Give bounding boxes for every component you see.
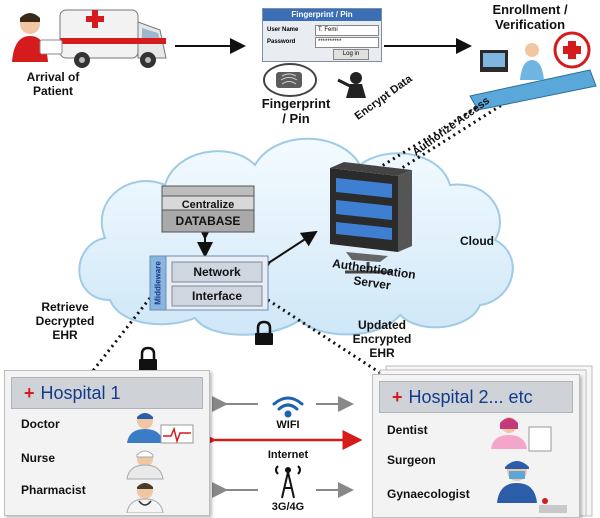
doctor-icon xyxy=(127,413,194,444)
login-button[interactable]: Log in xyxy=(333,49,369,60)
middleware-label-wrap: Middleware xyxy=(150,256,166,310)
middleware-box xyxy=(149,255,269,311)
wifi-label: WIFI xyxy=(276,419,300,431)
password-field[interactable]: ********** xyxy=(315,37,379,48)
doctor-desk-icon xyxy=(469,31,597,111)
enrollment-label: Enrollment / Verification xyxy=(492,2,568,32)
nurse-icon xyxy=(126,450,164,480)
hospital2-title: Hospital 2... etc xyxy=(408,387,533,407)
link-retrieve-dotted xyxy=(90,297,152,373)
cell-tower-icon xyxy=(275,465,301,499)
fingerprint-label: Fingerprint / Pin xyxy=(261,96,331,126)
middleware-label: Middleware xyxy=(153,261,163,305)
role-doctor: Doctor xyxy=(21,417,60,431)
dentist-icon xyxy=(491,417,552,452)
role-dentist: Dentist xyxy=(387,423,428,437)
username-label: User Name xyxy=(267,27,299,33)
role-nurse: Nurse xyxy=(21,451,56,465)
hospital2-panel: +Hospital 2... etc Dentist Surgeon Gynae… xyxy=(372,374,580,518)
db-line2: DATABASE xyxy=(175,214,241,228)
role-gynaecologist: Gynaecologist xyxy=(387,487,470,501)
wifi-icon xyxy=(272,396,304,418)
link-authorize-dotted xyxy=(385,94,517,180)
retrieve-ehr-label: Retrieve Decrypted EHR xyxy=(35,300,95,342)
hospital2-staff-icons xyxy=(491,417,567,513)
hospital1-title: Hospital 1 xyxy=(40,383,121,403)
database-icon xyxy=(161,185,255,233)
username-field[interactable]: T. Femi xyxy=(315,25,379,36)
cellular-label: 3G/4G xyxy=(271,501,305,513)
padlock-icon xyxy=(139,346,157,371)
role-pharmacist: Pharmacist xyxy=(21,483,86,497)
password-label: Password xyxy=(267,39,296,45)
arrival-label: Arrival of Patient xyxy=(26,70,80,98)
hospital1-staff-icons xyxy=(126,413,194,513)
pharmacist-icon xyxy=(126,483,164,513)
cloud-label: Cloud xyxy=(460,234,494,248)
gynaecologist-icon xyxy=(539,498,567,513)
internet-label: Internet xyxy=(267,449,309,461)
login-form-title: Fingerprint / Pin xyxy=(263,9,381,21)
ambulance-icon xyxy=(12,9,167,68)
server-icon xyxy=(330,162,412,274)
role-surgeon: Surgeon xyxy=(387,453,436,467)
updated-ehr-label: Updated Encrypted EHR xyxy=(352,318,412,360)
cloud-shape xyxy=(78,137,514,336)
interface-label: Interface xyxy=(191,289,243,303)
network-label: Network xyxy=(193,265,241,279)
fingerprint-scanner-icon xyxy=(263,63,366,98)
arrow-middleware-server xyxy=(253,230,318,277)
db-line1: Centralize xyxy=(181,199,235,211)
padlock-icon-2 xyxy=(255,320,273,345)
hospital1-header: +Hospital 1 xyxy=(11,377,203,409)
login-form: Fingerprint / Pin User Name T. Femi Pass… xyxy=(262,8,382,62)
hospital1-panel: +Hospital 1 Doctor Nurse Pharmacist xyxy=(4,370,210,516)
surgeon-icon xyxy=(497,461,537,503)
hospital2-header: +Hospital 2... etc xyxy=(379,381,573,413)
